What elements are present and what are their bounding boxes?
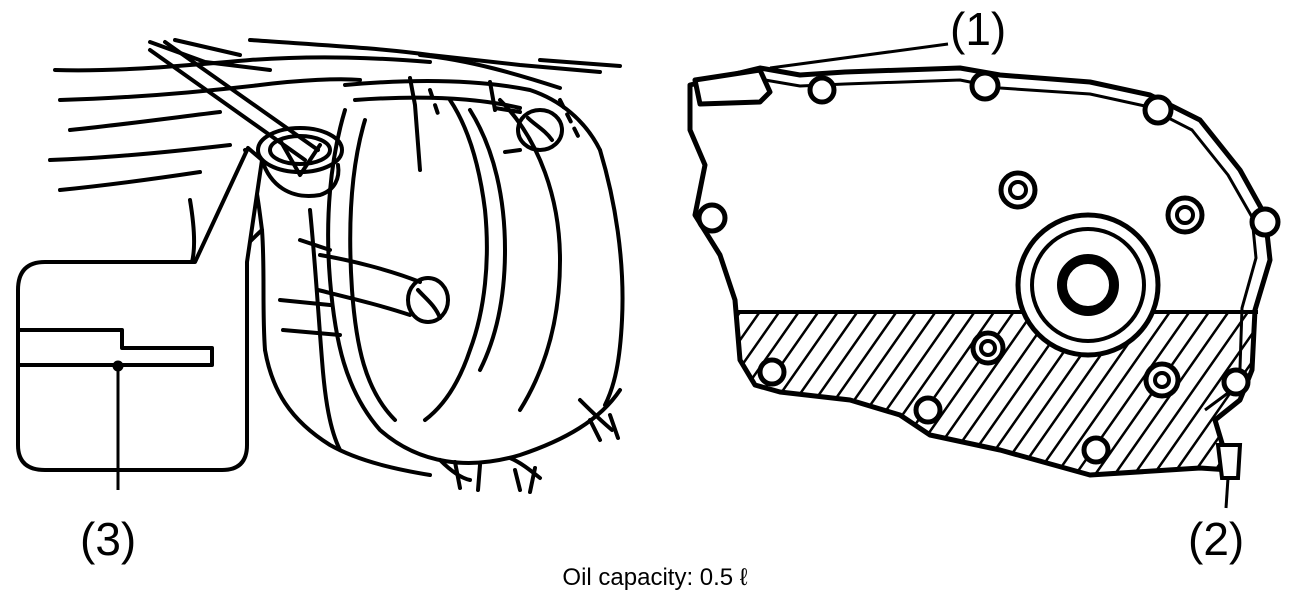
oil-capacity-caption: Oil capacity: 0.5 ℓ [562, 564, 748, 591]
side-cover-illustration [687, 42, 1281, 509]
gear-case-illustration [48, 38, 625, 494]
callout-3: (3) [80, 513, 137, 565]
callout-2: (2) [1188, 513, 1245, 565]
callout-1: (1) [950, 3, 1007, 55]
dipstick-inset [16, 146, 264, 490]
